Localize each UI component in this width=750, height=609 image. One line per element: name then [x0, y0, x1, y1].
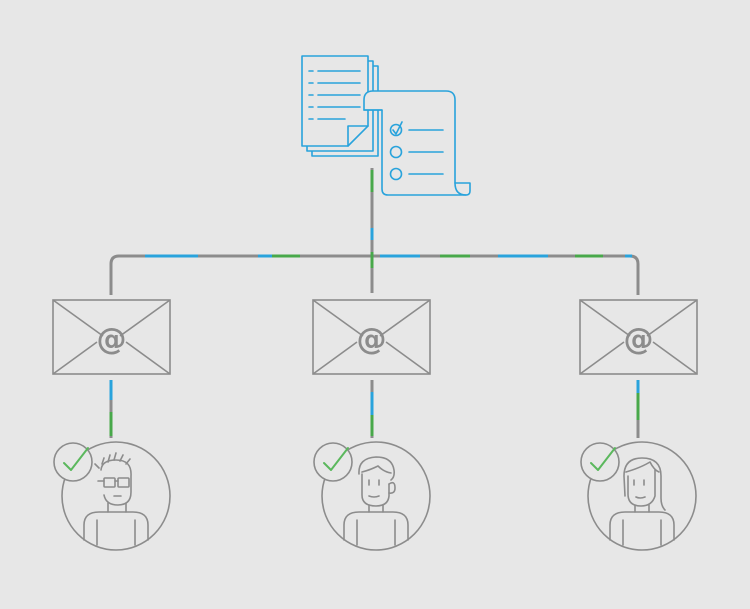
recipient-1	[53, 441, 171, 551]
checklist-items	[389, 121, 444, 181]
flow-segments	[109, 170, 640, 436]
recipient-3	[580, 441, 697, 551]
checkmark-icon	[580, 442, 620, 482]
connector-tree	[109, 168, 640, 438]
recipient-2	[313, 441, 431, 551]
checkmark-icon	[53, 442, 93, 482]
email-at-symbol: @	[97, 322, 127, 357]
envelope-2: @	[312, 299, 431, 375]
email-at-symbol: @	[357, 322, 387, 357]
checkmark-icon	[313, 442, 353, 482]
envelope-3: @	[579, 299, 698, 375]
envelope-icon	[312, 299, 431, 375]
documents-checklist-icon	[301, 55, 471, 196]
page-text-lines	[308, 70, 361, 120]
envelope-1: @	[52, 299, 171, 375]
email-at-symbol: @	[624, 322, 654, 357]
branch-bar	[109, 254, 640, 295]
envelope-icon	[52, 299, 171, 375]
envelope-icon	[579, 299, 698, 375]
